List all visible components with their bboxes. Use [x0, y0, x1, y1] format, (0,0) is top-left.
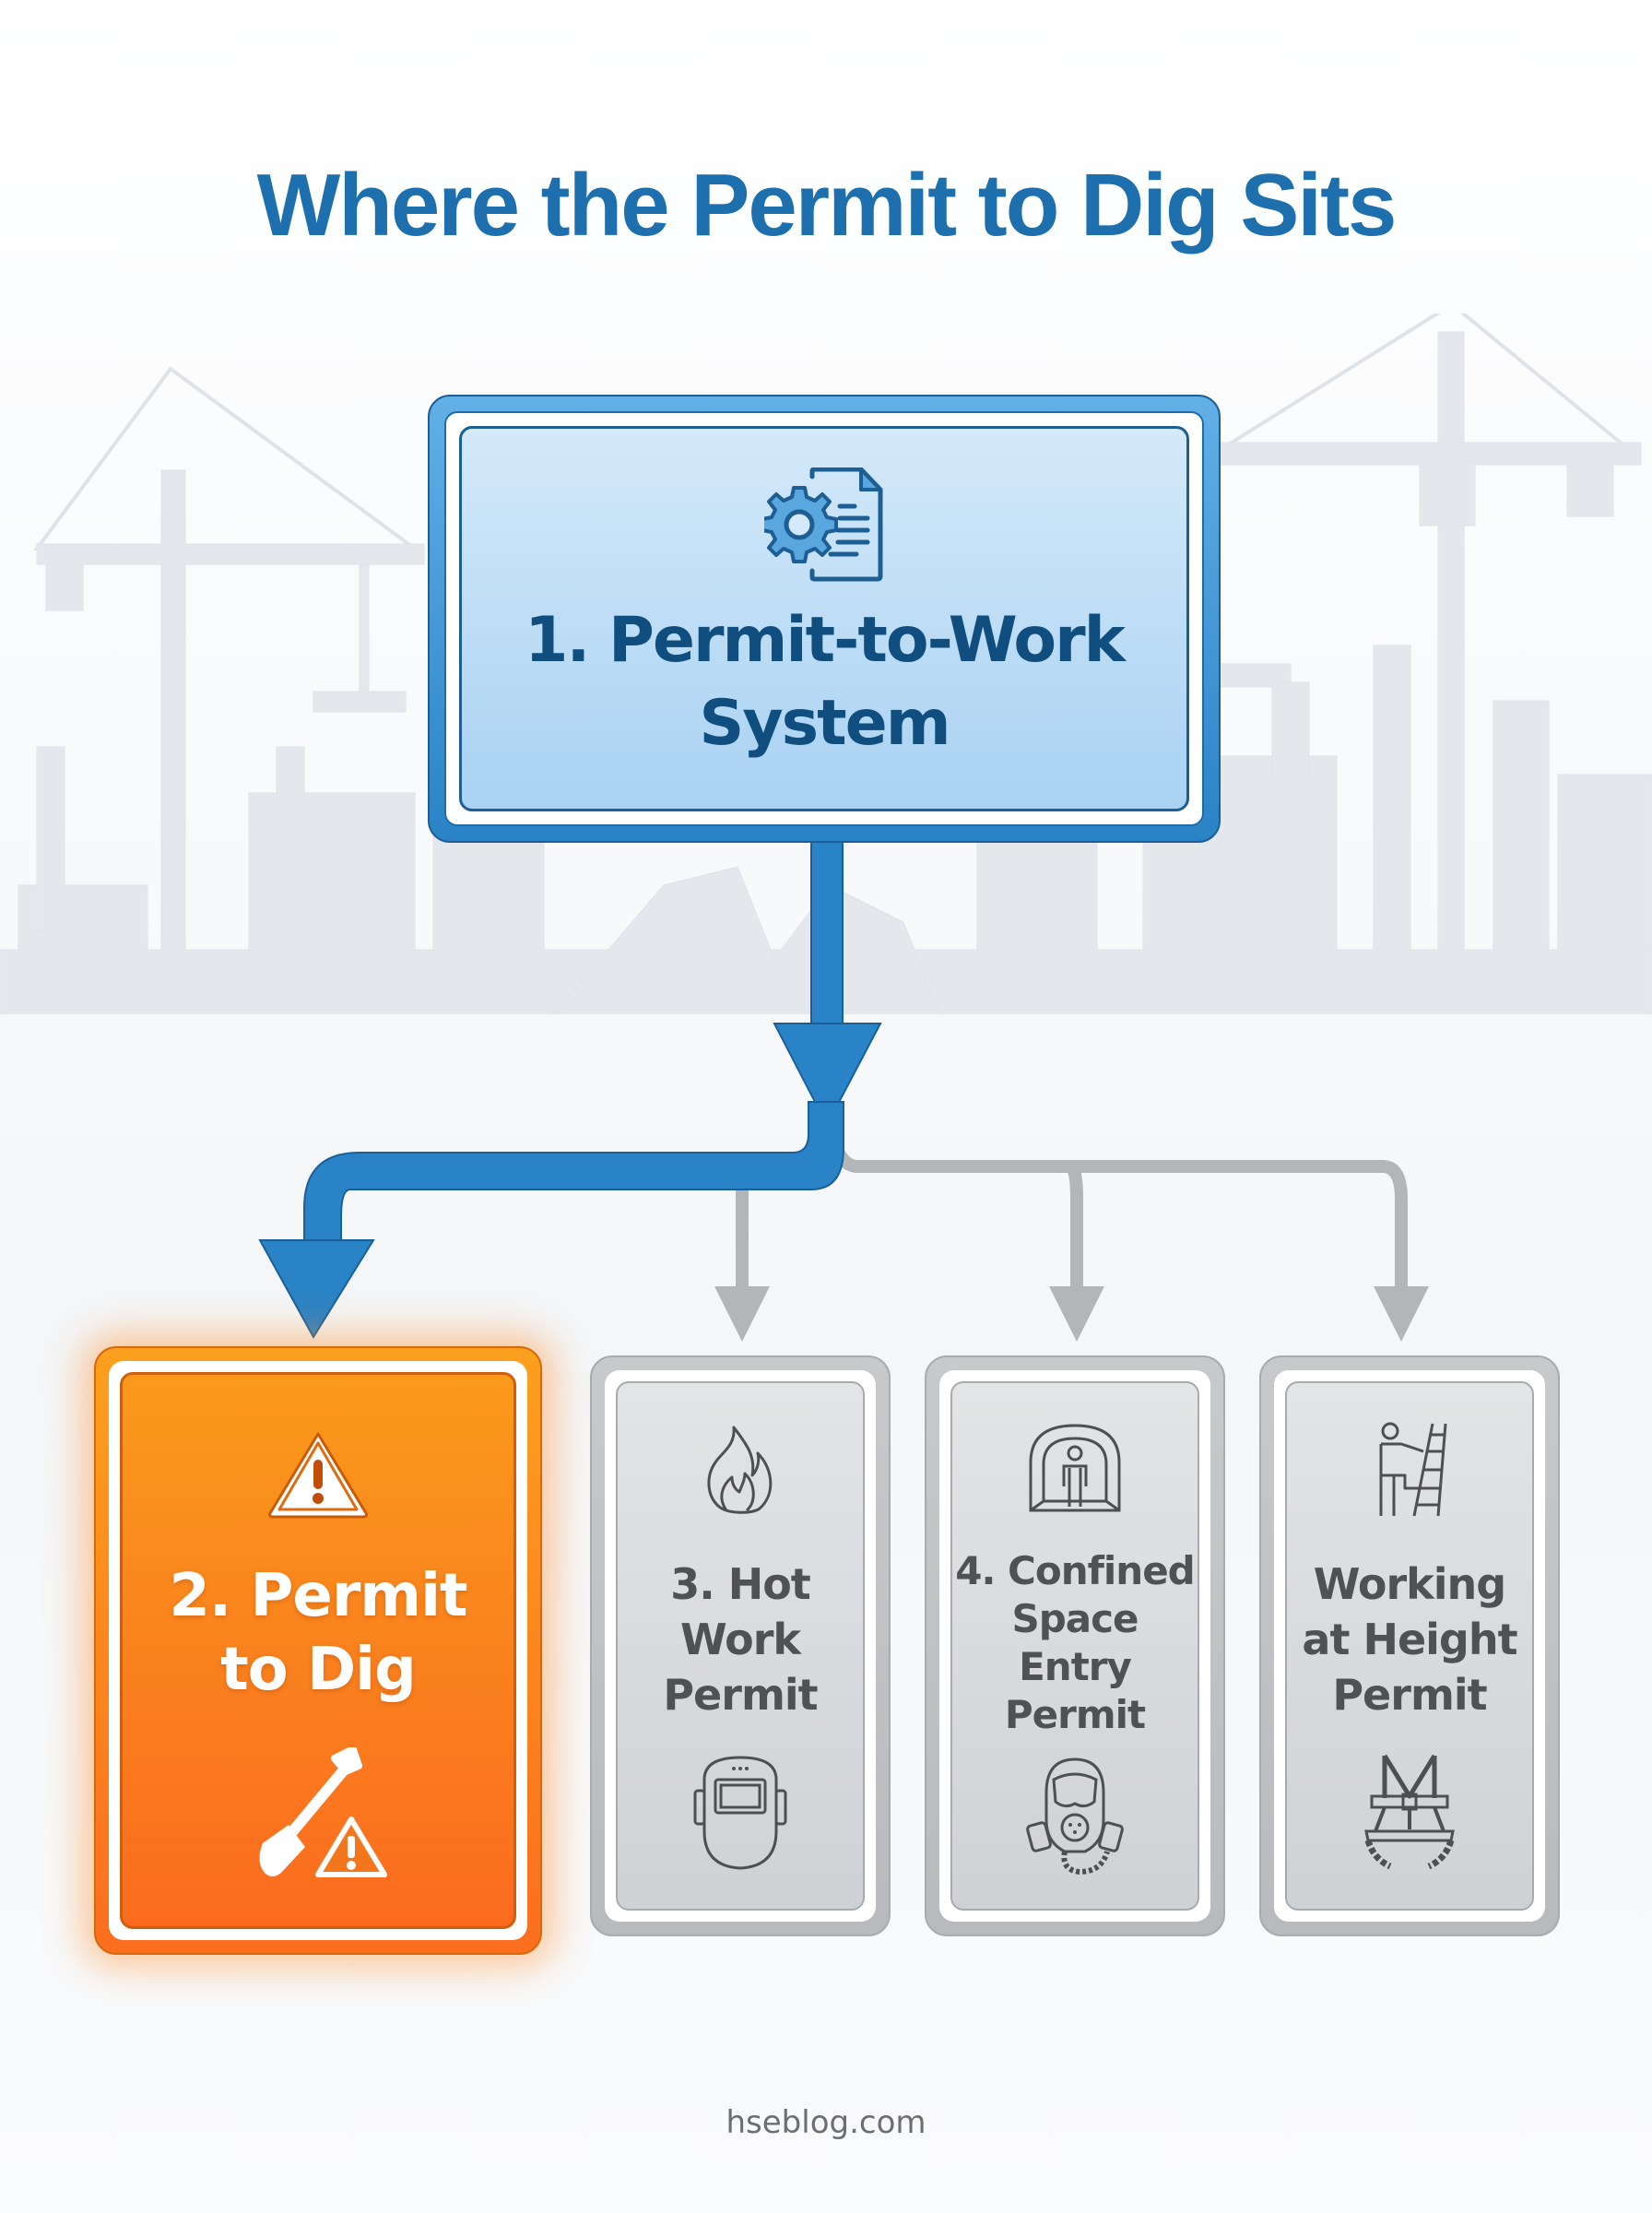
- label-line: 1. Permit-to-Work: [525, 603, 1126, 677]
- label-line: System: [699, 686, 950, 760]
- label-line: to Dig: [220, 1636, 417, 1704]
- ladder-climber-icon: [1379, 1422, 1447, 1517]
- label-line: Permit: [1004, 1692, 1146, 1737]
- label-line: at Height: [1302, 1615, 1517, 1664]
- confined-space-entry-permit-card: 4. Confined Space Entry Permit: [925, 1355, 1225, 1936]
- label-line: Work: [680, 1615, 801, 1664]
- working-at-height-permit-card: Working at Height Permit: [1259, 1355, 1560, 1936]
- label-line: 3. Hot: [670, 1559, 811, 1609]
- label-line: Space: [1011, 1596, 1139, 1641]
- working-at-height-permit-label: Working at Height Permit: [1287, 1556, 1532, 1722]
- label-line: Permit: [663, 1670, 818, 1720]
- hot-work-permit-label: 3. Hot Work Permit: [618, 1556, 863, 1722]
- permit-to-work-label: 1. Permit-to-Work System: [525, 599, 1126, 765]
- label-line: Permit: [1332, 1670, 1487, 1720]
- label-line: 4. Confined: [955, 1548, 1196, 1593]
- muted-arrowheads: [714, 1286, 1429, 1342]
- tunnel-person-icon: [1029, 1424, 1121, 1512]
- footer-source: hseblog.com: [726, 2104, 926, 2141]
- safety-harness-icon: [1364, 1754, 1455, 1870]
- respirator-mask-icon: [1026, 1757, 1124, 1876]
- gear-document-icon: [764, 467, 883, 581]
- hot-work-permit-card: 3. Hot Work Permit: [590, 1355, 891, 1936]
- warning-icon: [268, 1432, 368, 1519]
- permit-to-work-system-box: 1. Permit-to-Work System: [428, 395, 1221, 843]
- permit-to-dig-label: 2. Permit to Dig: [123, 1559, 513, 1707]
- label-line: Entry: [1019, 1644, 1132, 1689]
- flame-icon: [707, 1426, 773, 1514]
- highlighted-connector-path: [258, 840, 882, 1339]
- confined-space-entry-permit-label: 4. Confined Space Entry Permit: [952, 1547, 1198, 1739]
- label-line: 2. Permit: [169, 1562, 467, 1630]
- shovel-warning-icon: [259, 1747, 387, 1877]
- label-line: Working: [1313, 1559, 1506, 1609]
- welding-helmet-icon: [693, 1756, 787, 1870]
- permit-to-dig-card: 2. Permit to Dig: [94, 1346, 542, 1955]
- page-title: Where the Permit to Dig Sits: [256, 156, 1398, 254]
